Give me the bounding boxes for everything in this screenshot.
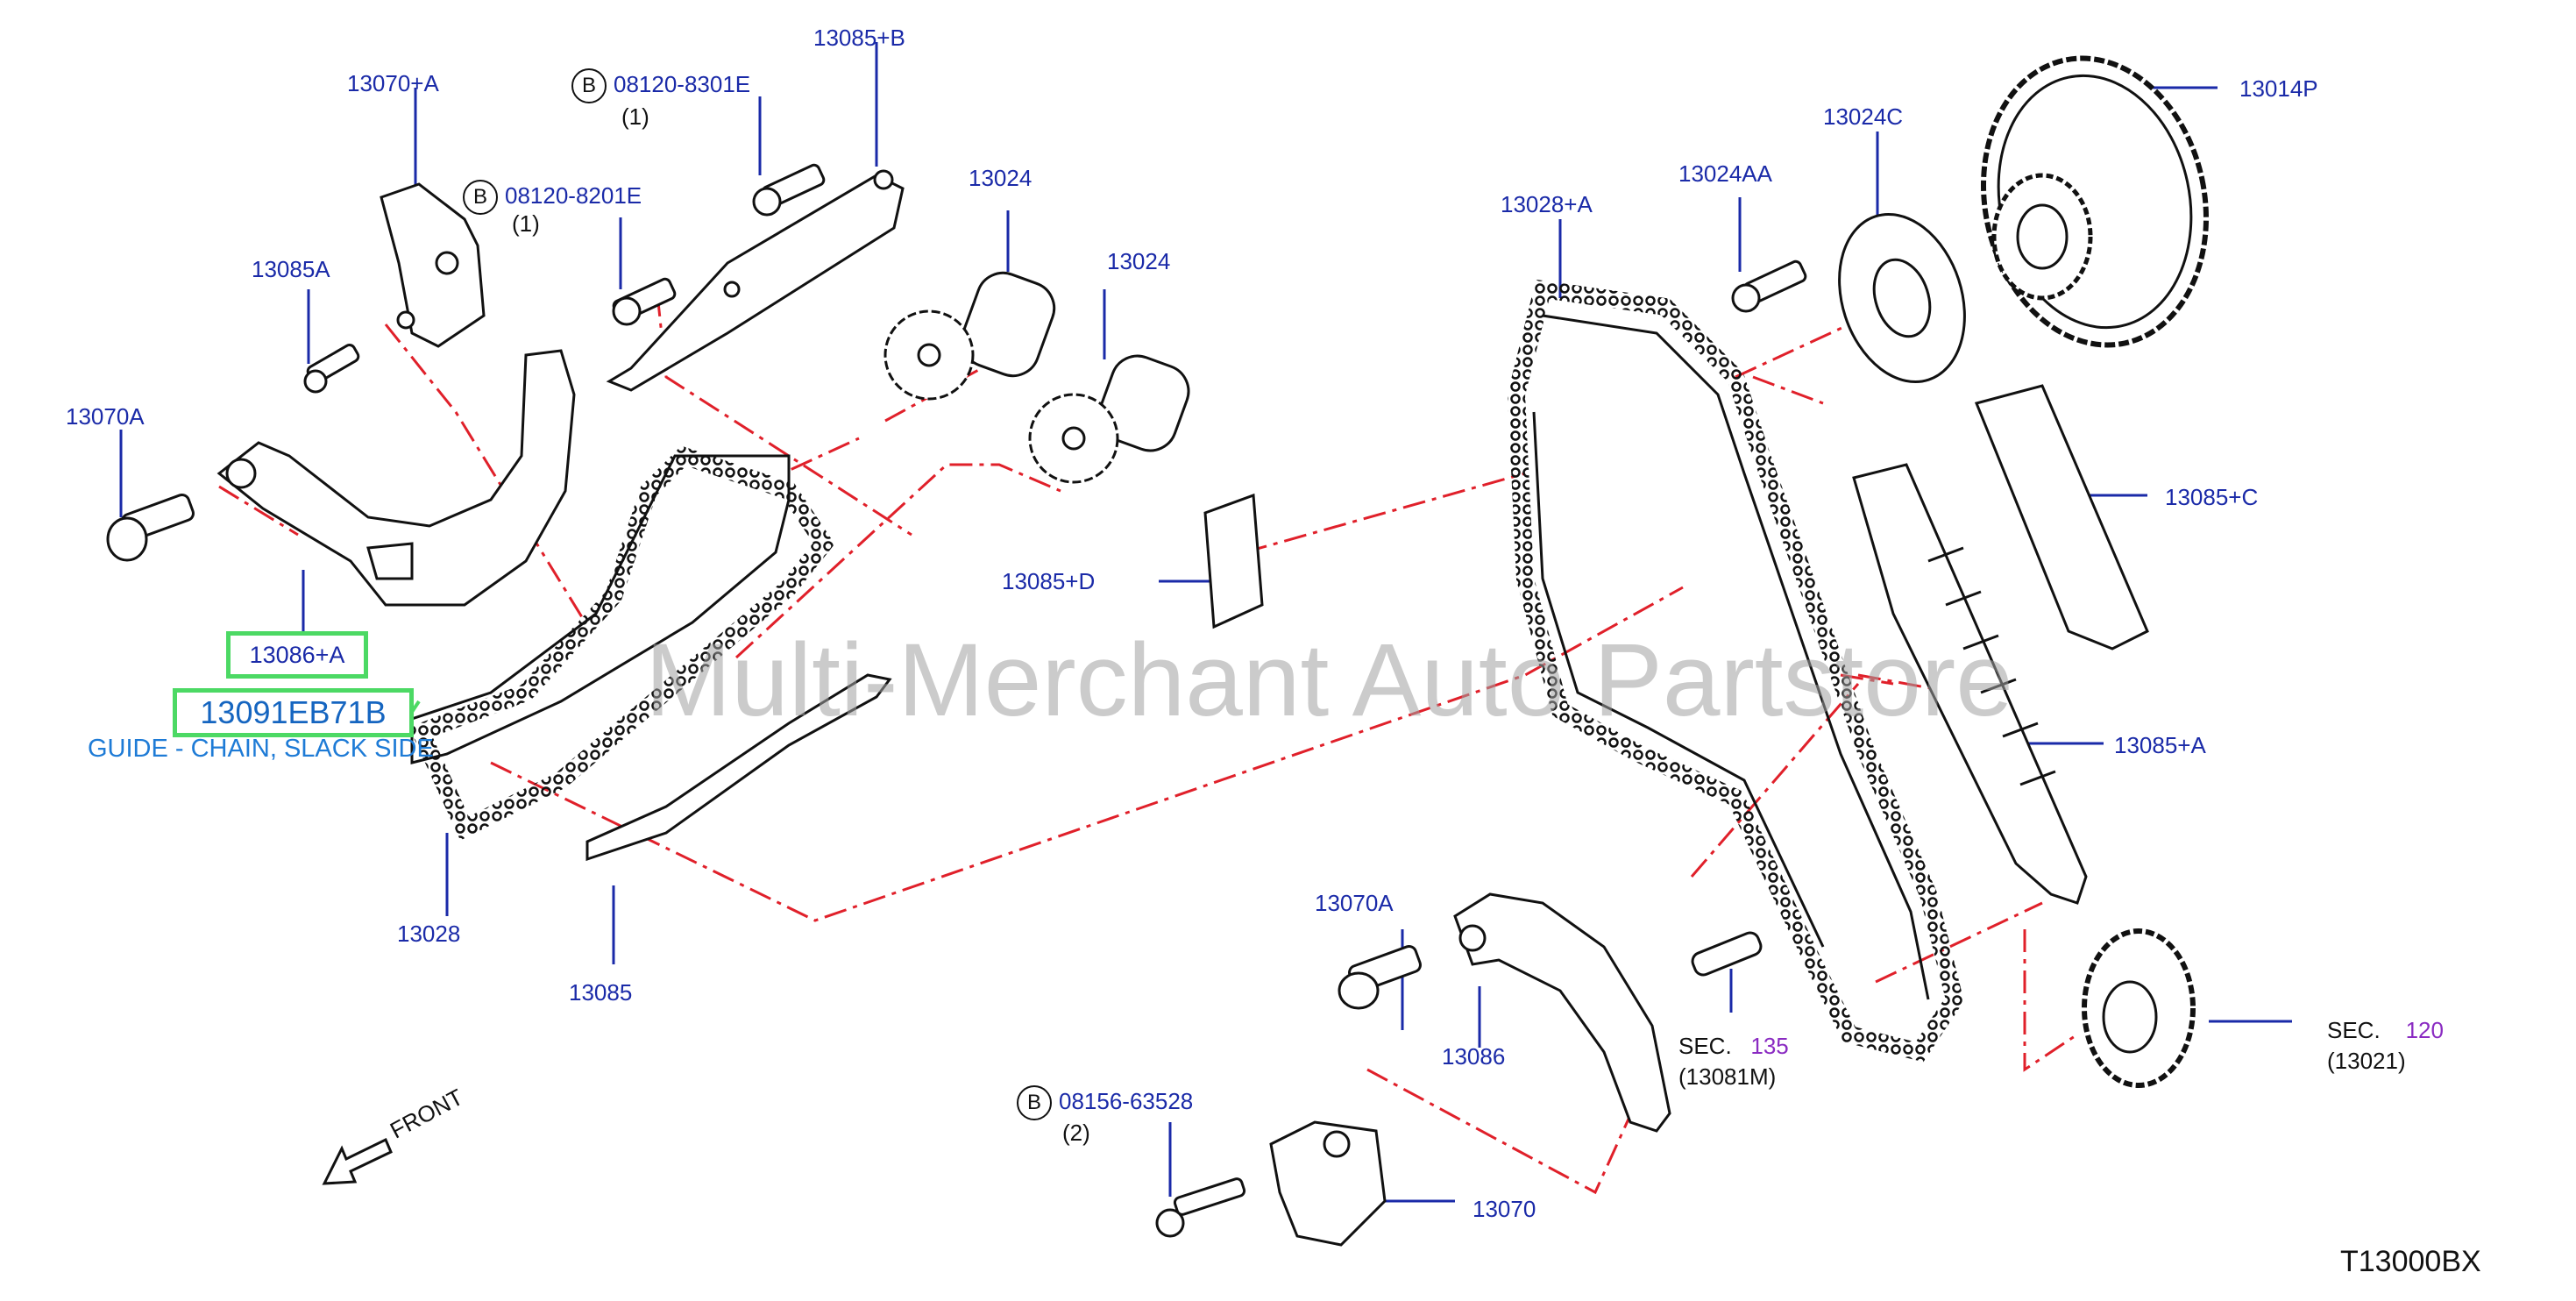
- label-sec-135: SEC. 135: [1678, 1033, 1789, 1059]
- qty-08120-8201E: (1): [512, 210, 540, 237]
- part-08120-8201E: 08120-8201E: [505, 181, 642, 209]
- label-13028A: 13028+A: [1501, 191, 1593, 217]
- label-13028: 13028: [397, 921, 461, 947]
- label-13085C: 13085+C: [2165, 484, 2259, 510]
- label-13024AA: 13024AA: [1678, 160, 1772, 187]
- tensioner-13070: [1269, 1120, 1387, 1247]
- highlight-13086A-text: 13086+A: [249, 642, 345, 668]
- label-13024-a: 13024: [969, 165, 1033, 191]
- highlight-part-number: 13091EB71B: [200, 694, 387, 730]
- sec-120-prefix: SEC.: [2327, 1017, 2381, 1043]
- label-08156-63528: B 08156-63528: [1017, 1085, 1193, 1120]
- label-08120-8301E: B 08120-8301E: [571, 68, 750, 103]
- label-sec-135-sub: (13081M): [1678, 1063, 1777, 1090]
- bolt-marker-b: B: [463, 180, 498, 215]
- chain-inner-guide: [1532, 314, 1930, 1000]
- watermark: Multi-Merchant Auto Partstore: [645, 622, 2013, 738]
- label-13024-b: 13024: [1107, 248, 1171, 274]
- label-sec-120-sub: (13021): [2327, 1048, 2406, 1074]
- bolt-marker-b: B: [1017, 1085, 1052, 1120]
- guide-13085: [585, 673, 892, 862]
- label-13085A: 13085A: [252, 256, 330, 282]
- part-description: GUIDE - CHAIN, SLACK SIDE: [88, 735, 434, 763]
- tensioner-13070A-top: [380, 182, 486, 348]
- bolt-13070A-left: [106, 493, 195, 562]
- sec-135-prefix: SEC.: [1678, 1033, 1732, 1059]
- guide-13086: [1453, 892, 1671, 1133]
- guide-13085B: [606, 169, 905, 392]
- part-08156-63528: 08156-63528: [1059, 1087, 1194, 1114]
- part-leader-lines: [119, 42, 2292, 1203]
- sec-135-number: 135: [1750, 1033, 1789, 1059]
- guide-13085D: [1203, 493, 1264, 629]
- plate-13024C: [1838, 212, 1966, 384]
- alignment-leader-lines: [218, 293, 2078, 1195]
- sprocket-sec-120: [2082, 928, 2196, 1088]
- sprocket-13014P: [1981, 55, 2209, 348]
- sprocket-13024-b: [1028, 354, 1190, 484]
- diagram-code: T13000BX: [2340, 1245, 2481, 1278]
- label-13085Aplus: 13085+A: [2114, 732, 2206, 758]
- label-13070A-top: 13070+A: [347, 70, 439, 96]
- dowel-sec-135: [1691, 931, 1763, 977]
- bolt-marker-b: B: [571, 68, 607, 103]
- sec-120-number: 120: [2405, 1017, 2444, 1043]
- front-arrow-icon: [322, 1137, 393, 1185]
- qty-08120-8301E: (1): [621, 103, 649, 130]
- chain-13028A: [1507, 279, 1964, 1063]
- chain-13028: [408, 445, 835, 841]
- bolt-13070A-mid: [1338, 944, 1422, 1010]
- part-08120-8301E: 08120-8301E: [614, 70, 751, 97]
- label-13014P: 13014P: [2239, 75, 2318, 102]
- sprocket-13024-a: [884, 271, 1056, 401]
- qty-08156-63528: (2): [1062, 1120, 1090, 1146]
- label-sec-120: SEC. 120: [2327, 1017, 2444, 1043]
- label-13086: 13086: [1442, 1043, 1506, 1070]
- label-13070A-mid: 13070A: [1315, 890, 1394, 916]
- highlight-13091EB71B[interactable]: 13091EB71B: [173, 688, 414, 737]
- label-13085B: 13085+B: [813, 25, 905, 51]
- guide-13085C: [1974, 384, 2149, 650]
- guide-13085Aplus: [1852, 463, 2088, 905]
- label-13070A-left: 13070A: [66, 403, 145, 430]
- guide-13086A: [216, 349, 576, 607]
- label-13085: 13085: [569, 979, 633, 1006]
- label-13070: 13070: [1473, 1196, 1536, 1222]
- bolts: [303, 163, 1807, 1238]
- label-13085D: 13085+D: [1002, 568, 1096, 594]
- highlight-13086A[interactable]: 13086+A: [226, 631, 368, 679]
- label-13024C: 13024C: [1823, 103, 1904, 130]
